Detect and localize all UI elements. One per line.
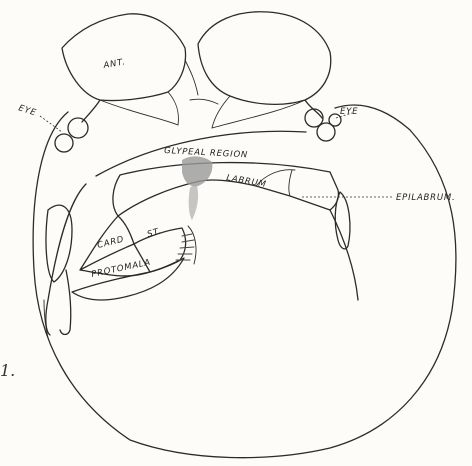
label-epilabrum: EPILABRUM. [396, 193, 456, 203]
label-ant: ANT. [102, 57, 127, 71]
right-eye [305, 109, 341, 141]
epilabrum-sclerite [335, 192, 350, 249]
right-lateral-curve [330, 210, 358, 300]
eye-left-leader [40, 116, 62, 132]
label-card: CARD [96, 235, 125, 251]
label-glypeal-region: GLYPEAL REGION [164, 146, 248, 160]
label-eye-left: EYE [17, 103, 38, 118]
frons-center [168, 60, 230, 128]
label-fig-fragment: 1. [0, 361, 15, 380]
maxilla-lobe [60, 270, 71, 335]
label-st: ST. [146, 226, 163, 240]
right-antenna [198, 12, 331, 105]
label-labrum: LABRUM [225, 173, 267, 190]
label-protomala: PROTOMALA [91, 258, 152, 280]
labrum-plate [113, 163, 339, 216]
left-eye [55, 118, 88, 152]
label-eye-right: EYE [340, 107, 358, 117]
median-stipple [182, 156, 212, 220]
